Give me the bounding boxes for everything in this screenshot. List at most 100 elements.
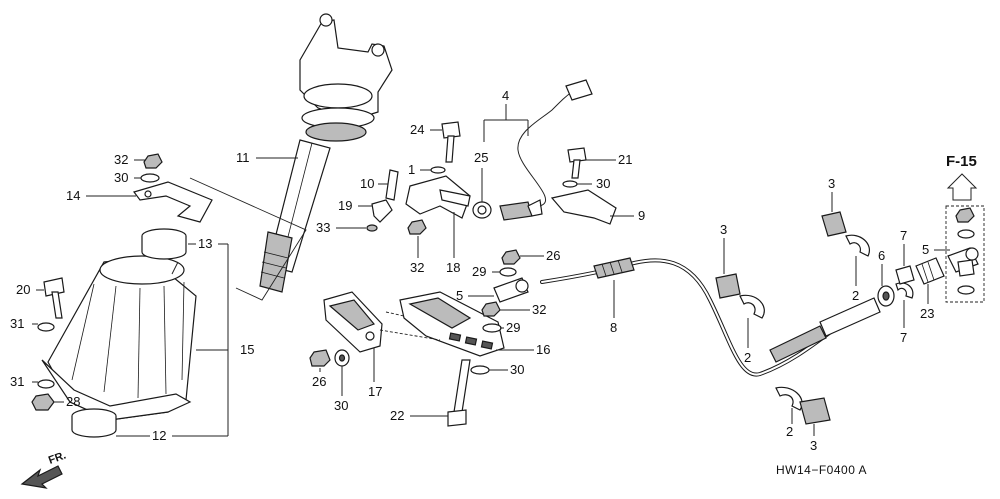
bolt-21 (567, 147, 587, 179)
clip-2a (845, 234, 870, 257)
callout-30b: 30 (596, 176, 610, 191)
callout-22: 22 (390, 408, 404, 423)
callout-15: 15 (240, 342, 254, 357)
callout-11: 11 (236, 150, 250, 165)
callout-6: 6 (878, 248, 885, 263)
steering-shaft (259, 13, 393, 293)
plate-14 (133, 181, 213, 223)
callout-14: 14 (66, 188, 80, 203)
boot-6-hole (882, 291, 890, 301)
nut-26b (501, 249, 521, 265)
callout-5b: 5 (922, 242, 929, 257)
washer-31a (37, 322, 55, 332)
clip-19 (371, 199, 393, 223)
sensor-4 (499, 79, 593, 221)
callout-23: 23 (920, 306, 934, 321)
pad-3b (715, 273, 741, 299)
callout-9: 9 (638, 208, 645, 223)
grommet-25-hole (477, 205, 487, 215)
callout-20: 20 (16, 282, 30, 297)
callout-26a: 26 (312, 374, 326, 389)
callout-1: 1 (408, 162, 415, 177)
callout-5a: 5 (456, 288, 463, 303)
front-direction-label: FR. (47, 449, 68, 466)
nut-32c (481, 301, 501, 317)
nut-32b (407, 219, 427, 235)
callout-29b: 30 (510, 362, 524, 377)
end-fitting-23 (915, 257, 945, 285)
washer-33 (366, 224, 378, 232)
callout-30a: 30 (114, 170, 128, 185)
callout-33: 33 (316, 220, 330, 235)
callout-16: 16 (536, 342, 550, 357)
callout-30c: 30 (334, 398, 348, 413)
pin-10 (385, 169, 399, 201)
bushing-13 (141, 228, 187, 260)
callout-26b: 26 (546, 248, 560, 263)
washer-31b (37, 379, 55, 389)
callout-8: 8 (610, 320, 617, 335)
callout-17: 17 (368, 384, 382, 399)
callout-2c: 2 (786, 424, 793, 439)
bolt-20 (43, 277, 65, 319)
callout-27: 28 (66, 394, 80, 409)
washer-29b (470, 365, 490, 375)
plate-9 (550, 189, 617, 225)
diagram-code: HW14−F0400 A (776, 463, 867, 477)
callout-19: 19 (338, 198, 352, 213)
clip-7a (895, 265, 915, 285)
pad-3a (821, 211, 847, 237)
callout-18: 18 (446, 260, 460, 275)
callout-7b: 7 (900, 330, 907, 345)
reference-box (945, 173, 985, 303)
callout-10: 10 (360, 176, 374, 191)
bearing-housing (41, 255, 197, 421)
callout-7a: 7 (900, 228, 907, 243)
washer-30a (140, 173, 160, 183)
nut-27 (31, 393, 55, 411)
arm-16 (399, 291, 505, 357)
clip-2d (895, 282, 914, 299)
pad-3c (799, 397, 831, 425)
callout-12: 12 (152, 428, 166, 443)
leader-lines (32, 104, 950, 437)
washer-30c-hole (338, 354, 346, 362)
washer-1 (430, 166, 446, 174)
callout-3a: 3 (828, 176, 835, 191)
callout-31b: 31 (10, 374, 24, 389)
arm-17 (323, 291, 383, 353)
callout-24: 24 (410, 122, 424, 137)
ball-joint-5b-ball (965, 247, 979, 261)
callout-32b: 32 (410, 260, 424, 275)
callout-25: 25 (474, 150, 488, 165)
callout-4: 4 (502, 88, 509, 103)
callout-13: 13 (198, 236, 212, 251)
assembly-outline (189, 177, 307, 301)
callout-32c: 32 (532, 302, 546, 317)
ball-joint-5a-ball (515, 279, 529, 293)
bolt-22 (447, 359, 471, 427)
bushing-12 (71, 408, 117, 438)
callout-32a: 32 (114, 152, 128, 167)
cable-8 (540, 257, 881, 377)
callout-29a: 29 (506, 320, 520, 335)
washer-30b (562, 180, 578, 188)
bolt-24 (441, 121, 461, 163)
callout-3c: 3 (810, 438, 817, 453)
reference-label: F-15 (946, 153, 977, 170)
callout-2b: 2 (744, 350, 751, 365)
clip-2b (739, 294, 765, 319)
front-direction-arrow (20, 465, 63, 489)
callout-labels: 11 32 30 14 13 15 12 20 31 31 28 24 1 10… (10, 88, 977, 477)
nut-26a (309, 349, 331, 367)
callout-28: 29 (472, 264, 486, 279)
callout-2a: 2 (852, 288, 859, 303)
bracket-18 (405, 175, 471, 219)
nut-32a (143, 153, 163, 169)
callout-31a: 31 (10, 316, 24, 331)
callout-3b: 3 (720, 222, 727, 237)
washer-28 (499, 267, 517, 277)
callout-21: 21 (618, 152, 632, 167)
